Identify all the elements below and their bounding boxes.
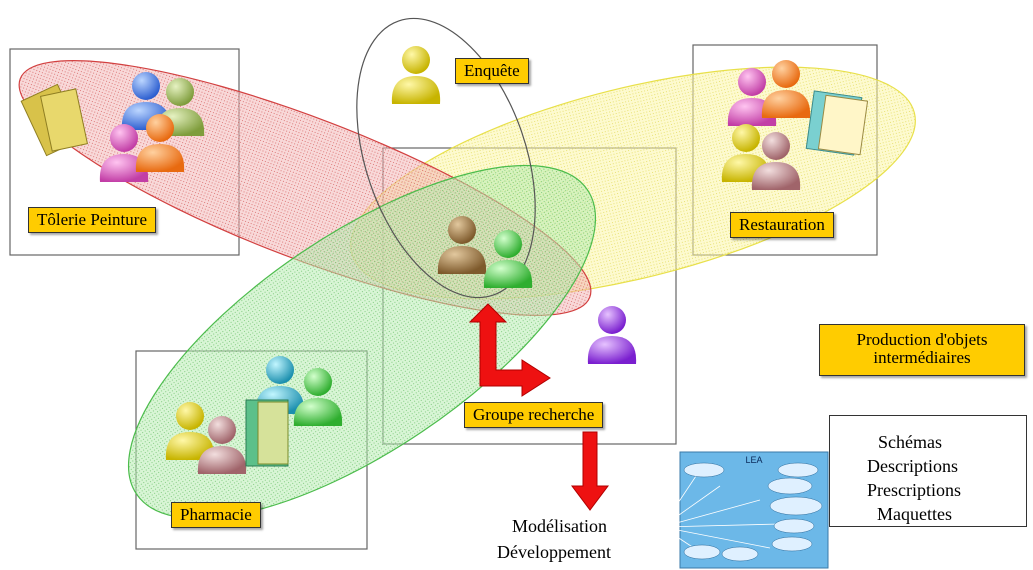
outputs-list: Schémas Descriptions Prescriptions Maque… [829,415,1027,527]
production-line-2: intermédiaires [873,348,971,367]
book-icon [245,399,289,467]
notepad-icon [805,90,869,156]
ellipse-enquete-outline [356,17,536,299]
label-developpement: Développement [497,542,611,562]
label-tolerie-peinture: Tôlerie Peinture [28,207,156,233]
label-restauration: Restauration [730,212,834,238]
production-objets-box: Production d'objets intermédiaires [819,324,1025,376]
output-item: Prescriptions [867,480,961,500]
output-item: Schémas [878,432,942,452]
production-line-1: Production d'objets [856,330,988,349]
label-enquete: Enquête [455,58,529,84]
output-item: Maquettes [877,504,952,524]
arrow-icon [468,303,551,397]
label-modelisation: Modélisation [512,516,607,536]
output-item: Descriptions [867,456,958,476]
diagram-thumbnail: LEA [661,451,829,569]
arrow-icon [571,431,609,511]
thumbnail-title: LEA [745,455,762,465]
person-icon [391,46,441,104]
book-icon [20,83,89,157]
label-pharmacie: Pharmacie [171,502,261,528]
label-groupe-recherche: Groupe recherche [464,402,604,428]
